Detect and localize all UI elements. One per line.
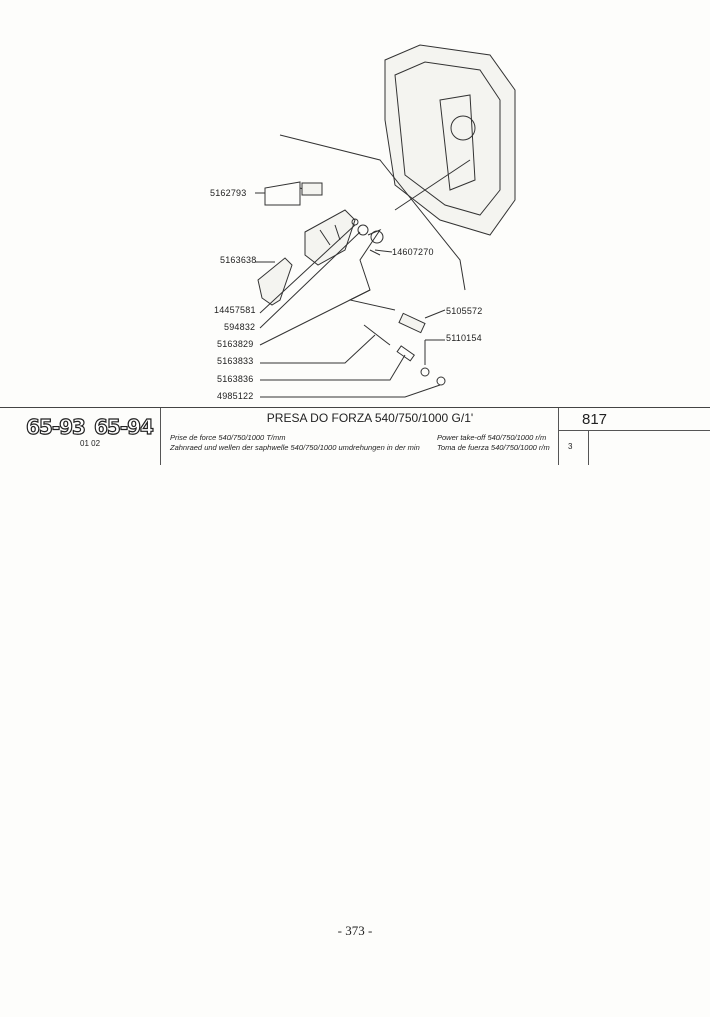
sub-ref: 3 — [568, 442, 573, 451]
divider — [558, 430, 710, 431]
part-label: 5162793 — [210, 188, 247, 198]
part-label: 5163836 — [217, 374, 254, 384]
section-title: PRESA DO FORZA 540/750/1000 G/1' — [266, 411, 474, 425]
page-number: - 373 - — [337, 923, 373, 938]
divider — [558, 408, 559, 465]
part-label: 14457581 — [214, 305, 256, 315]
part-label: 594832 — [224, 322, 256, 332]
desc-es: Toma de fuerza 540/750/1000 r/m — [437, 443, 550, 452]
header-divider — [0, 407, 710, 408]
date-code: 01 02 — [80, 439, 101, 448]
part-label: 4985122 — [217, 391, 254, 401]
part-label: 5105572 — [446, 306, 483, 316]
part-label: 5110154 — [446, 333, 482, 343]
part-label: 5163638 — [220, 255, 257, 265]
page-ref: 817 — [582, 411, 608, 428]
model-badge: 65-94 — [93, 414, 154, 439]
part-label: 14607270 — [392, 247, 434, 257]
part-label: 5163833 — [217, 356, 254, 366]
desc-en: Power take-off 540/750/1000 r/m — [437, 433, 547, 442]
model-badge: 65-93 — [25, 414, 86, 439]
part-label: 5163829 — [217, 339, 254, 349]
exploded-parts-diagram — [255, 44, 516, 398]
divider — [588, 430, 589, 465]
divider — [160, 408, 161, 465]
desc-de: Zahnraed und wellen der saphwelle 540/75… — [170, 443, 420, 452]
desc-fr: Prise de force 540/750/1000 T/mm — [170, 433, 286, 442]
